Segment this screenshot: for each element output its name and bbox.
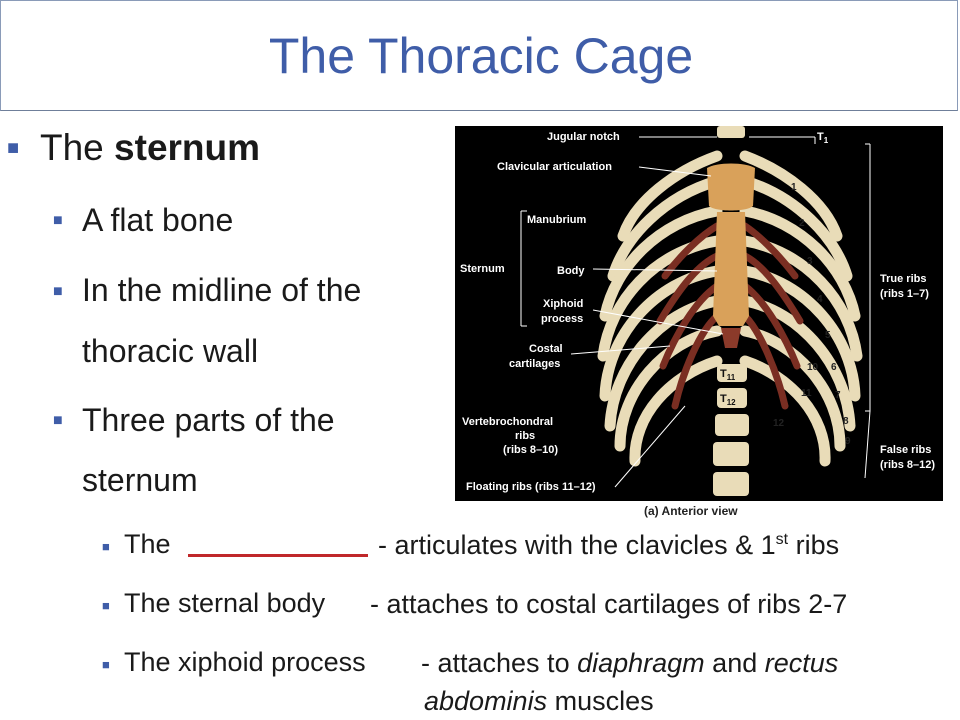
- rib-number: 11: [801, 388, 812, 399]
- xiphoid-process: [721, 328, 741, 348]
- title-bar: The Thoracic Cage: [0, 0, 958, 111]
- rib-number: 4: [817, 294, 823, 305]
- manubrium: [707, 163, 755, 211]
- rib-number: 12: [773, 418, 785, 429]
- bullet-sternum-bold: sternum: [114, 127, 261, 168]
- thoracic-cage-illustration: Jugular notch Clavicular articulation Ma…: [460, 126, 935, 496]
- bullet-square-icon: ■: [102, 657, 110, 672]
- part-xiphoid-label: The xiphoid process: [124, 647, 366, 677]
- xiphoid-desc-rectus: rectus: [764, 648, 839, 678]
- sternum: [707, 163, 755, 348]
- rib-number: 8: [843, 416, 849, 427]
- part-manubrium-desc: - articulates with the clavicles & 1st r…: [378, 530, 839, 561]
- part-xiphoid-desc-line1: - attaches to diaphragm and rectus: [421, 648, 838, 679]
- bullet-square-icon: ■: [7, 137, 20, 159]
- xiphoid-desc-diaphragm: diaphragm: [577, 648, 705, 678]
- thoracic-cage-figure: Jugular notch Clavicular articulation Ma…: [455, 126, 943, 501]
- label-false-ribs-1: False ribs: [880, 444, 931, 456]
- bullet-square-icon: ■: [102, 598, 110, 613]
- bullet-three-parts-line2: sternum: [82, 462, 198, 498]
- xiphoid-desc-a: - attaches to: [421, 648, 578, 678]
- label-clavicular-articulation: Clavicular articulation: [497, 161, 612, 173]
- rib-number: 10: [807, 362, 819, 373]
- rib-numbers: 1 2 3 4 5 6 7 8 9 10 11 12: [773, 182, 851, 447]
- label-t11: T11: [720, 368, 736, 382]
- leader-lines: [520, 136, 871, 488]
- figure-caption: (a) Anterior view: [644, 504, 738, 518]
- xiphoid-desc-and: and: [704, 648, 765, 678]
- label-costal-2: cartilages: [509, 358, 560, 370]
- left-ribs: [597, 150, 723, 467]
- label-xiphoid-1: Xiphoid: [543, 298, 583, 310]
- fill-in-blank: [188, 530, 368, 562]
- label-false-ribs-2: (ribs 8–12): [880, 459, 935, 471]
- rib-number: 7: [835, 390, 841, 401]
- label-vertebro-3: (ribs 8–10): [503, 444, 558, 456]
- bullet-square-icon: ■: [53, 212, 63, 229]
- label-vertebro-2: ribs: [515, 430, 535, 442]
- label-jugular-notch: Jugular notch: [547, 131, 620, 143]
- rib-number: 2: [799, 218, 805, 229]
- label-costal-1: Costal: [529, 343, 563, 355]
- label-vertebro-1: Vertebrochondral: [462, 416, 553, 428]
- bullet-square-icon: ■: [102, 539, 110, 554]
- part-xiphoid-desc-line2: abdominis muscles: [424, 686, 654, 717]
- part-manubrium-label: The: [124, 529, 171, 559]
- bullet-square-icon: ■: [53, 412, 63, 429]
- costal-cartilages: [656, 222, 804, 410]
- xiphoid-desc-muscles: muscles: [547, 686, 654, 716]
- blank-line: [188, 530, 368, 557]
- label-true-ribs-2: (ribs 1–7): [880, 288, 929, 300]
- rib-number: 1: [791, 182, 797, 193]
- bullet-midline-line2: thoracic wall: [82, 333, 259, 369]
- label-xiphoid-2: process: [541, 313, 583, 325]
- vertebral-column: [713, 126, 749, 496]
- bullet-three-parts-line1: Three parts of the: [82, 402, 335, 438]
- bullet-midline-line1: In the midline of the: [82, 272, 362, 308]
- rib-number: 3: [807, 256, 813, 267]
- bullet-flat-bone: A flat bone: [82, 202, 234, 238]
- label-t12: T12: [720, 393, 736, 407]
- bullet-square-icon: ■: [53, 283, 63, 300]
- part-manubrium-sup: st: [775, 531, 789, 548]
- part-manubrium-desc-b: ribs: [788, 530, 840, 560]
- bullet-sternum: The sternum: [40, 127, 260, 169]
- part-body-label: The sternal body: [124, 588, 326, 618]
- label-sternum: Sternum: [460, 263, 505, 275]
- xiphoid-desc-abdominis: abdominis: [424, 686, 548, 716]
- rib-number: 9: [845, 436, 851, 447]
- page-title: The Thoracic Cage: [268, 28, 694, 84]
- label-body: Body: [557, 265, 585, 277]
- rib-number: 6: [831, 362, 837, 373]
- label-true-ribs-1: True ribs: [880, 273, 926, 285]
- label-manubrium: Manubrium: [527, 214, 586, 226]
- label-t1: T1: [817, 131, 829, 145]
- part-body-desc: - attaches to costal cartilages of ribs …: [370, 589, 848, 619]
- sternal-body: [713, 212, 749, 326]
- bullet-sternum-prefix: The: [40, 127, 115, 168]
- label-floating-ribs: Floating ribs (ribs 11–12): [466, 481, 596, 493]
- figure-labels: Jugular notch Clavicular articulation Ma…: [460, 131, 935, 493]
- part-manubrium-desc-a: - articulates with the clavicles & 1: [378, 530, 776, 560]
- rib-number: 5: [825, 330, 831, 341]
